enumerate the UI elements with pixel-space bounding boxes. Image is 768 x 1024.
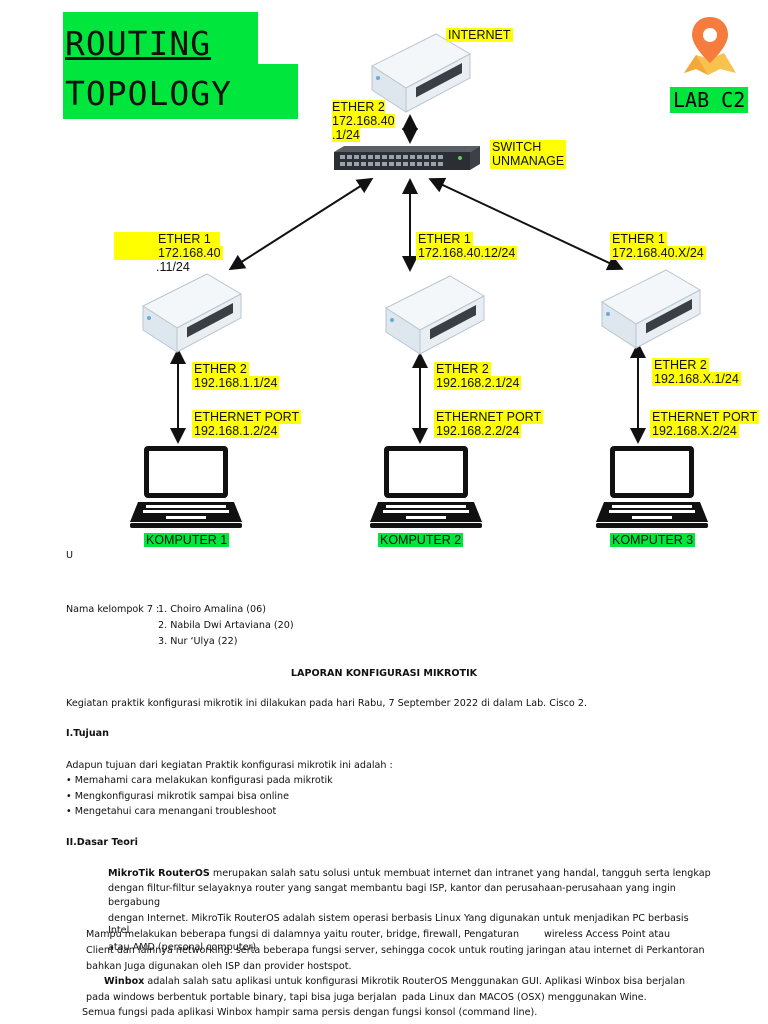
pc-1-label: KOMPUTER 1 — [144, 533, 230, 547]
title-bg-bottom — [63, 64, 298, 119]
tujuan-item-1: • Memahami cara melakukan konfigurasi pa… — [66, 775, 333, 786]
pc-1-port-label: ETHERNET PORT 192.168.1.2/24 — [192, 410, 302, 438]
paragraph-2-line-1: Winbox adalah salah satu aplikasi untuk … — [104, 976, 686, 987]
paragraph-1-line-7: bahkan Juga digunakan oleh ISP dan provi… — [86, 961, 352, 972]
switch-icon — [334, 146, 480, 170]
intro-text: Kegiatan praktik konfigurasi mikrotik in… — [66, 698, 587, 709]
paragraph-1-line-1: MikroTik RouterOS merupakan salah satu s… — [108, 868, 711, 879]
router-2-ether2-label: ETHER 2 192.168.2.1/24 — [434, 362, 522, 390]
paragraph-1-line-3: bergabung — [108, 897, 161, 908]
router-3-ether2-label: ETHER 2 192.168.X.1/24 — [652, 358, 741, 386]
router-2-icon — [384, 275, 486, 355]
report-title: LAPORAN KONFIGURASI MIKROTIK — [290, 668, 478, 679]
tujuan-item-2: • Mengkonfigurasi mikrotik sampai bisa o… — [66, 791, 290, 802]
top-ether-label: ETHER 2 172.168.40 .1/24 — [332, 100, 395, 142]
switch-label: SWITCH UNMANAGE — [490, 140, 567, 169]
router-3-icon — [600, 269, 702, 349]
group-label: Nama kelompok 7 : — [66, 604, 160, 615]
pc-3-port-label: ETHERNET PORT 192.168.X.2/24 — [650, 410, 760, 438]
paragraph-1-line-2: dengan filtur-filtur selayaknya router y… — [108, 883, 676, 894]
pc-3-label: KOMPUTER 3 — [610, 533, 696, 547]
stray-letter: U — [66, 550, 74, 561]
member-3: 3. Nur ‘Ulya (22) — [158, 636, 238, 647]
paragraph-2-line-3: Semua fungsi pada aplikasi Winbox hampir… — [82, 1007, 538, 1018]
pc-2-port-label: ETHERNET PORT 192.168.2.2/24 — [434, 410, 544, 438]
paragraph-1-overlap-intel: Intel — [108, 925, 130, 936]
laptop-1-icon — [130, 446, 242, 528]
paragraph-2-line-2a: pada windows berbentuk portable binary, … — [86, 992, 397, 1003]
paragraph-1-line-5b: wireless Access Point atau — [544, 929, 671, 940]
internet-label: INTERNET — [446, 28, 513, 42]
paragraph-1-line-4: dengan Internet. MikroTik RouterOS adala… — [108, 913, 689, 924]
title-line-2: TOPOLOGY — [65, 74, 232, 113]
member-1: 1. Choiro Amalina (06) — [158, 604, 266, 615]
map-pin-icon — [684, 17, 736, 75]
connection-lines — [170, 114, 646, 444]
title-block: ROUTING TOPOLOGY — [63, 12, 298, 119]
section-tujuan: I.Tujuan — [66, 728, 109, 739]
router-internet-icon — [370, 33, 472, 113]
pc-2-label: KOMPUTER 2 — [378, 533, 464, 547]
section-dasar-teori: II.Dasar Teori — [66, 837, 138, 848]
router-2-ether1-label: ETHER 1 172.168.40.12/24 — [416, 232, 518, 260]
lab-label: LAB C2 — [670, 87, 749, 113]
router-1-ether2-label: ETHER 2 192.168.1.1/24 — [192, 362, 280, 390]
router-3-ether1-label: ETHER 1 172.168.40.X/24 — [610, 232, 706, 260]
router-1-icon — [141, 273, 243, 353]
paragraph-1-overlap-amd: atau AMD (personal computer) — [108, 942, 257, 953]
tujuan-item-3: • Mengetahui cara menangani troubleshoot — [66, 806, 277, 817]
tujuan-intro: Adapun tujuan dari kegiatan Praktik konf… — [66, 760, 393, 771]
laptop-2-icon — [370, 446, 482, 528]
title-bg-top — [63, 12, 258, 68]
paragraph-1-line-5: Mampu melakukan beberapa fungsi di dalam… — [86, 929, 520, 940]
laptop-3-icon — [596, 446, 708, 528]
router-1-ether1-label: ETHER 1 172.168.40 .11/24 — [114, 232, 223, 274]
title-line-1: ROUTING — [65, 24, 212, 63]
member-2: 2. Nabila Dwi Artaviana (20) — [158, 620, 294, 631]
paragraph-2-line-2b: pada Linux dan MACOS (OSX) menggunakan W… — [402, 992, 647, 1003]
paragraph-1-line-6: Client dan lainnya networking. serta beb… — [86, 945, 705, 956]
